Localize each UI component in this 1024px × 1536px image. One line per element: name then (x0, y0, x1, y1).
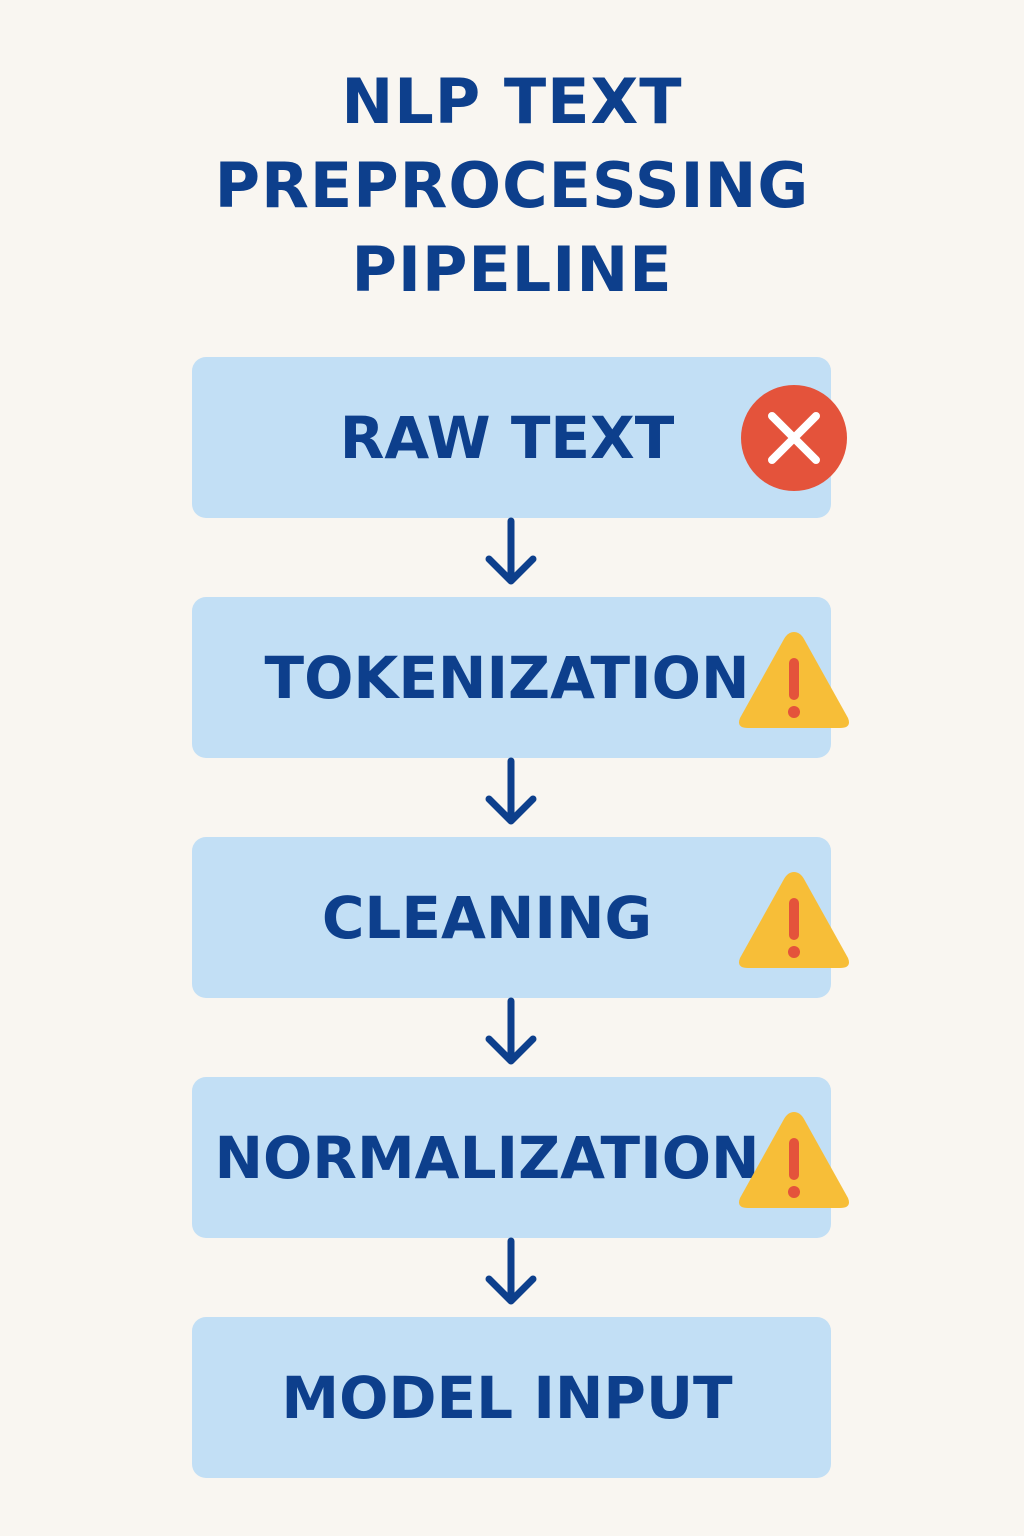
step-label-normalization: NORMALIZATION (214, 1123, 760, 1192)
step-label-tokenization: TOKENIZATION (264, 643, 750, 712)
step-cleaning: CLEANING (192, 837, 831, 998)
step-normalization: NORMALIZATION (192, 1077, 831, 1238)
warning-triangle-icon (739, 632, 849, 728)
title-line-1: NLP TEXT (341, 65, 683, 138)
title-line-3: PIPELINE (351, 233, 673, 306)
arrow-down-icon (485, 997, 537, 1065)
warning-triangle-icon (739, 1112, 849, 1208)
title-line-2: PREPROCESSING (214, 149, 810, 222)
step-label-raw-text: RAW TEXT (339, 403, 675, 472)
arrow-down-icon (485, 757, 537, 825)
step-label-model-input: MODEL INPUT (281, 1363, 733, 1432)
step-tokenization: TOKENIZATION (192, 597, 831, 758)
arrow-down-icon (485, 1237, 537, 1305)
page-title: NLP TEXT PREPROCESSING PIPELINE (112, 60, 912, 312)
arrow-down-icon (485, 517, 537, 585)
step-model-input: MODEL INPUT (192, 1317, 831, 1478)
step-label-cleaning: CLEANING (321, 883, 653, 952)
step-raw-text: RAW TEXT (192, 357, 831, 518)
warning-triangle-icon (739, 872, 849, 968)
error-x-icon (741, 385, 847, 491)
